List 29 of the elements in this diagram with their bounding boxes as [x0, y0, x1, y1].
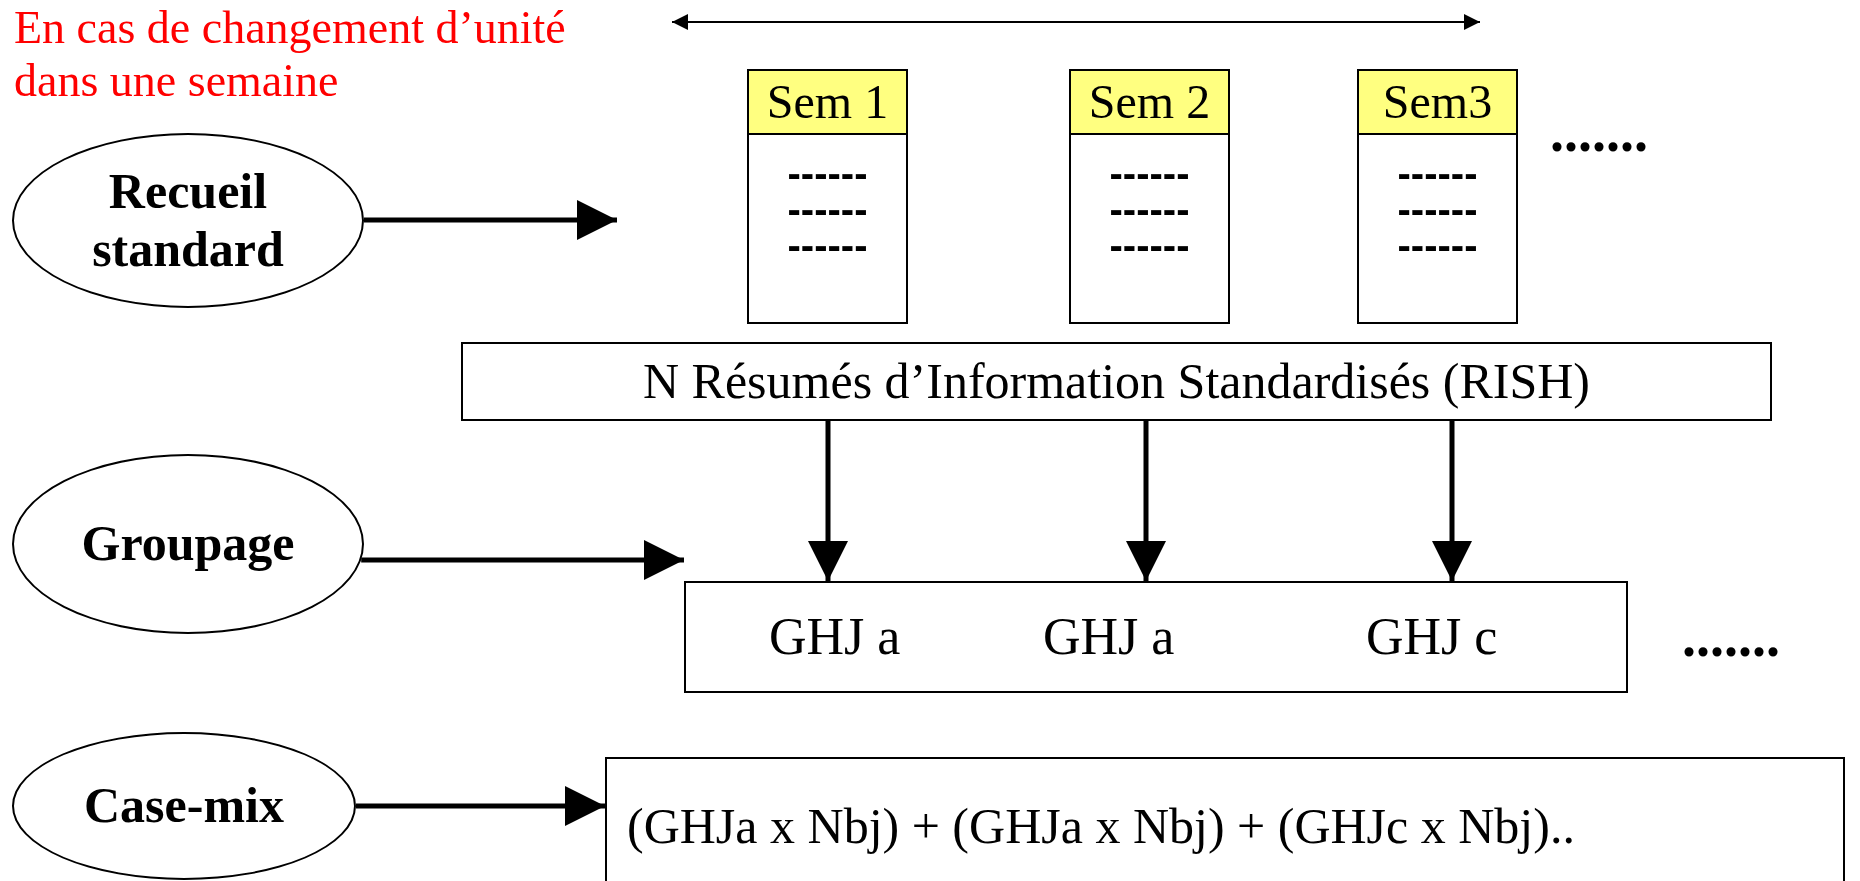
- group-box: [684, 581, 1628, 693]
- placeholder-lines: ------ ------ ------: [1396, 155, 1479, 263]
- group-code: GHJ a: [1043, 607, 1175, 666]
- placeholder-lines: ------ ------ ------: [1108, 155, 1191, 263]
- summary-box: [605, 757, 1845, 881]
- week-record-box: [747, 69, 908, 324]
- week-header: Sem 1: [749, 71, 906, 135]
- week-record-box: [1069, 69, 1230, 324]
- group-code: GHJ c: [1366, 607, 1498, 666]
- arrow: [808, 421, 848, 581]
- note-text: En cas de changement d’unité dans une semaine: [14, 2, 567, 108]
- arrow: [1126, 421, 1166, 581]
- stage-label: Case-mix: [83, 777, 285, 835]
- stage-label: Recueil standard: [91, 163, 285, 278]
- arrow: [361, 540, 684, 580]
- arrow: [356, 786, 605, 826]
- week-header: Sem3: [1359, 71, 1516, 135]
- stage-label: Groupage: [80, 515, 296, 573]
- placeholder-lines: ------ ------ ------: [786, 155, 869, 263]
- week-record-box: [1357, 69, 1518, 324]
- arrow: [364, 200, 617, 240]
- ellipsis-dots: .......: [1550, 100, 1648, 165]
- arrow: [1432, 421, 1472, 581]
- summary-text: (GHJa x Nbj) + (GHJa x Nbj) + (GHJc x Nbj)..: [627, 797, 1576, 855]
- summary-text: N Résumés d’Information Standardisés (RISH): [641, 352, 1592, 410]
- ellipsis-dots: .......: [1682, 605, 1780, 670]
- summary-box: [461, 342, 1772, 421]
- group-code: GHJ a: [769, 607, 901, 666]
- week-header: Sem 2: [1071, 71, 1228, 135]
